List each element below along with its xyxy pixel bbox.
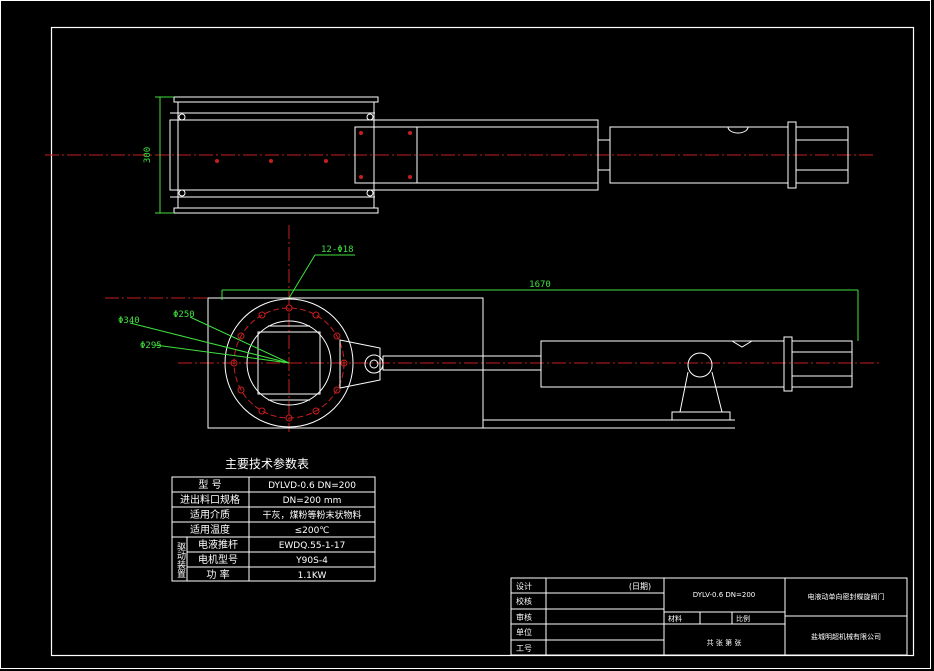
valve-plate <box>257 331 321 395</box>
top-holes <box>215 131 412 179</box>
tb-label-job: 工号 <box>516 644 532 653</box>
spec-value-3: ≤200℃ <box>295 526 330 536</box>
tb-sheet: 共 张 第 张 <box>707 638 742 647</box>
spec-table-title: 主要技术参数表 <box>225 456 309 471</box>
title-block-text: 设计 校核 审核 单位 工号 (日期) DYLV-0.6 DN=200 电液动单… <box>516 581 885 653</box>
front-view <box>105 225 880 432</box>
drive-label-1: 电机型号 <box>198 553 238 566</box>
drive-value-2: 1.1KW <box>298 571 327 581</box>
top-plate <box>354 126 418 184</box>
bolt-callout: 12-Φ18 <box>321 245 354 255</box>
spec-label-1: 进出料口规格 <box>180 493 240 506</box>
tb-label-review: 审核 <box>516 612 532 622</box>
height-dimension: 300 <box>143 147 153 163</box>
spec-label-3: 适用温度 <box>190 523 230 536</box>
spec-table-text: 型 号 DYLVD-0.6 DN=200 进出料口规格 DN=200 mm 适用… <box>175 478 362 581</box>
top-view <box>45 96 875 214</box>
top-flange-lower <box>173 207 379 214</box>
drawing-frame <box>50 26 915 657</box>
flange-bore <box>246 320 332 406</box>
spec-value-2: 干灰，煤粉等粉末状物料 <box>262 509 361 521</box>
spec-value-0: DYLVD-0.6 DN=200 <box>268 481 356 491</box>
length-dimension: 1670 <box>529 280 551 290</box>
drive-label-0: 电液推杆 <box>198 538 238 551</box>
title-block <box>510 577 908 656</box>
spec-table <box>171 476 376 582</box>
top-motor <box>795 126 849 184</box>
top-flange-upper <box>173 96 379 103</box>
tb-company: 盐城明超机械有限公司 <box>811 632 881 641</box>
front-cylinder <box>540 340 785 388</box>
drive-label-2: 功 率 <box>206 568 229 581</box>
diameter-label-3: Φ295 <box>140 341 162 351</box>
tb-name: 电液动单向密封蝶旋阀门 <box>808 592 885 601</box>
top-bolts <box>178 113 374 197</box>
tb-label-design: 设计 <box>516 581 532 591</box>
drive-value-0: EWDQ.55-1-17 <box>279 541 346 551</box>
diameter-label-1: Φ340 <box>118 316 140 326</box>
tb-scale: 比例 <box>736 614 750 623</box>
tb-label-check: 校核 <box>516 596 532 606</box>
drive-group-label: 驱动装置 <box>175 542 186 578</box>
tb-label-unit: 单位 <box>516 627 532 637</box>
spec-value-1: DN=200 mm <box>283 496 342 506</box>
tb-model: DYLV-0.6 DN=200 <box>693 591 756 599</box>
spec-label-2: 适用介质 <box>190 509 230 521</box>
front-housing <box>207 297 484 429</box>
front-bolt-holes <box>230 304 348 422</box>
tb-material: 材料 <box>668 614 682 623</box>
drive-value-1: Y90S-4 <box>295 556 328 566</box>
diameter-label-2: Φ250 <box>173 310 195 320</box>
flange-outer <box>224 298 354 428</box>
spec-label-0: 型 号 <box>198 478 221 491</box>
top-body <box>169 119 599 191</box>
tb-date: (日期) <box>629 582 651 591</box>
front-motor <box>791 340 853 388</box>
